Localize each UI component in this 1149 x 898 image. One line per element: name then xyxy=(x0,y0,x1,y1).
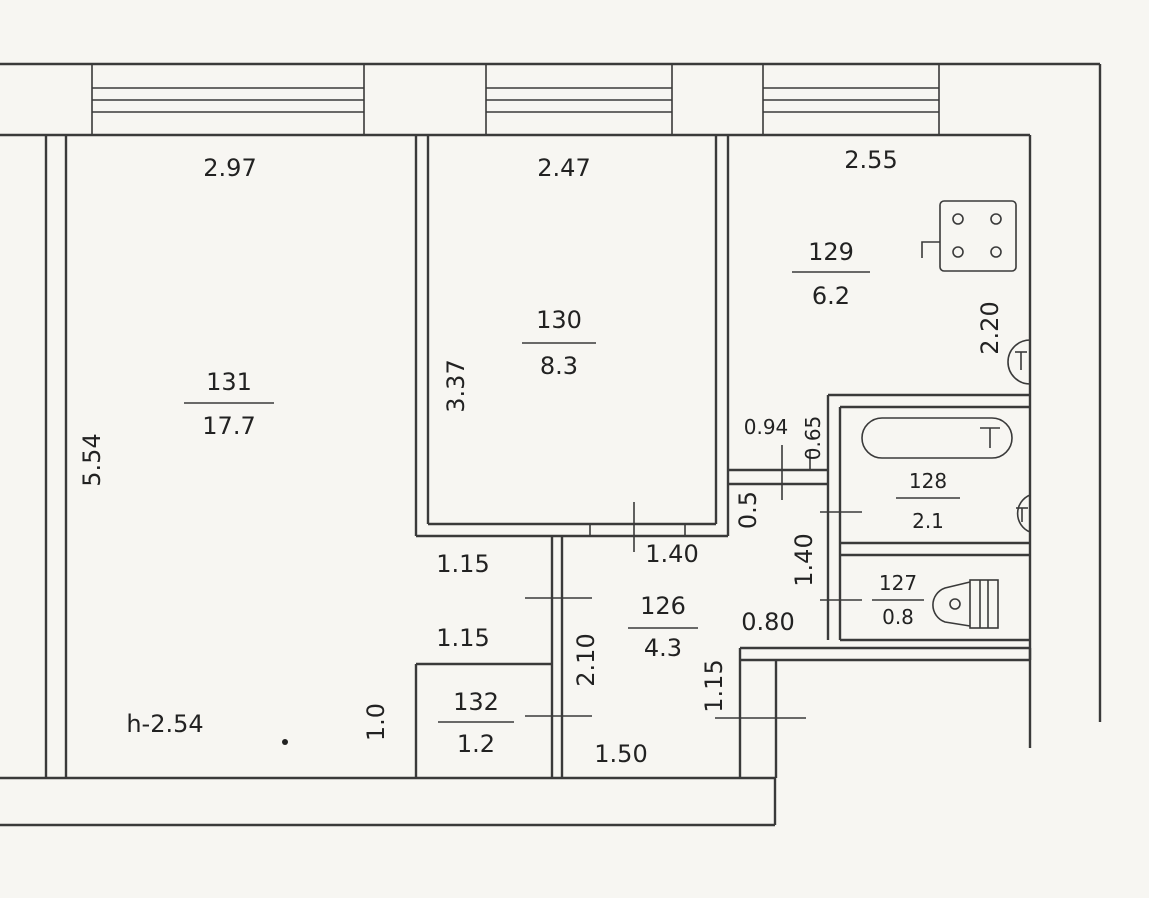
window-131 xyxy=(91,63,365,136)
dim-2-10: 2.10 xyxy=(572,633,600,686)
window-129 xyxy=(762,63,940,136)
dim-side-130: 3.37 xyxy=(442,359,470,412)
dim-1-50: 1.50 xyxy=(594,740,647,768)
dim-top-130: 2.47 xyxy=(537,154,590,182)
room-132-area: 1.2 xyxy=(457,730,495,758)
dim-0-5: 0.5 xyxy=(734,491,762,529)
room-127-area: 0.8 xyxy=(882,605,914,629)
room-129-number: 129 xyxy=(808,238,854,266)
dim-side-131: 5.54 xyxy=(78,433,106,486)
dim-1-15-b: 1.15 xyxy=(436,624,489,652)
dim-1-15-c: 1.15 xyxy=(700,659,728,712)
stove-icon xyxy=(921,200,1017,272)
dim-side-129: 2.20 xyxy=(976,301,1004,354)
dim-1-40-b: 1.40 xyxy=(790,533,818,586)
dim-1-0: 1.0 xyxy=(362,703,390,741)
dimension-ticks xyxy=(525,445,862,719)
dim-1-15-a: 1.15 xyxy=(436,550,489,578)
ceiling-height-label: h-2.54 xyxy=(126,710,203,738)
room-label-bars xyxy=(184,271,960,723)
room-131-area: 17.7 xyxy=(202,412,255,440)
dim-0-94: 0.94 xyxy=(744,415,789,439)
room-126-area: 4.3 xyxy=(644,634,682,662)
room-132-number: 132 xyxy=(453,688,499,716)
room-128-number: 128 xyxy=(909,469,947,493)
room-130-walls xyxy=(414,135,730,538)
dim-1-40-a: 1.40 xyxy=(645,540,698,568)
bottom-wall xyxy=(0,776,777,827)
room-130-number: 130 xyxy=(536,306,582,334)
bathroom-sink-icon xyxy=(1016,494,1031,533)
room-131-number: 131 xyxy=(206,368,252,396)
room-126-number: 126 xyxy=(640,592,686,620)
left-wall xyxy=(44,135,68,778)
ink-dot xyxy=(282,739,288,745)
corridor-walls xyxy=(414,536,564,778)
room-130-area: 8.3 xyxy=(540,352,578,380)
dim-0-80: 0.80 xyxy=(741,608,794,636)
room-129-area: 6.2 xyxy=(812,282,850,310)
room-127-number: 127 xyxy=(879,571,917,595)
dim-top-129: 2.55 xyxy=(844,146,897,174)
kitchen-sink-icon xyxy=(1007,339,1031,385)
window-130 xyxy=(485,63,673,136)
dim-0-65: 0.65 xyxy=(801,416,825,461)
dim-top-131: 2.97 xyxy=(203,154,256,182)
bathtub-icon xyxy=(861,417,1013,459)
toilet-icon xyxy=(932,579,999,629)
room-128-area: 2.1 xyxy=(912,509,944,533)
bath-walls xyxy=(728,393,1032,778)
